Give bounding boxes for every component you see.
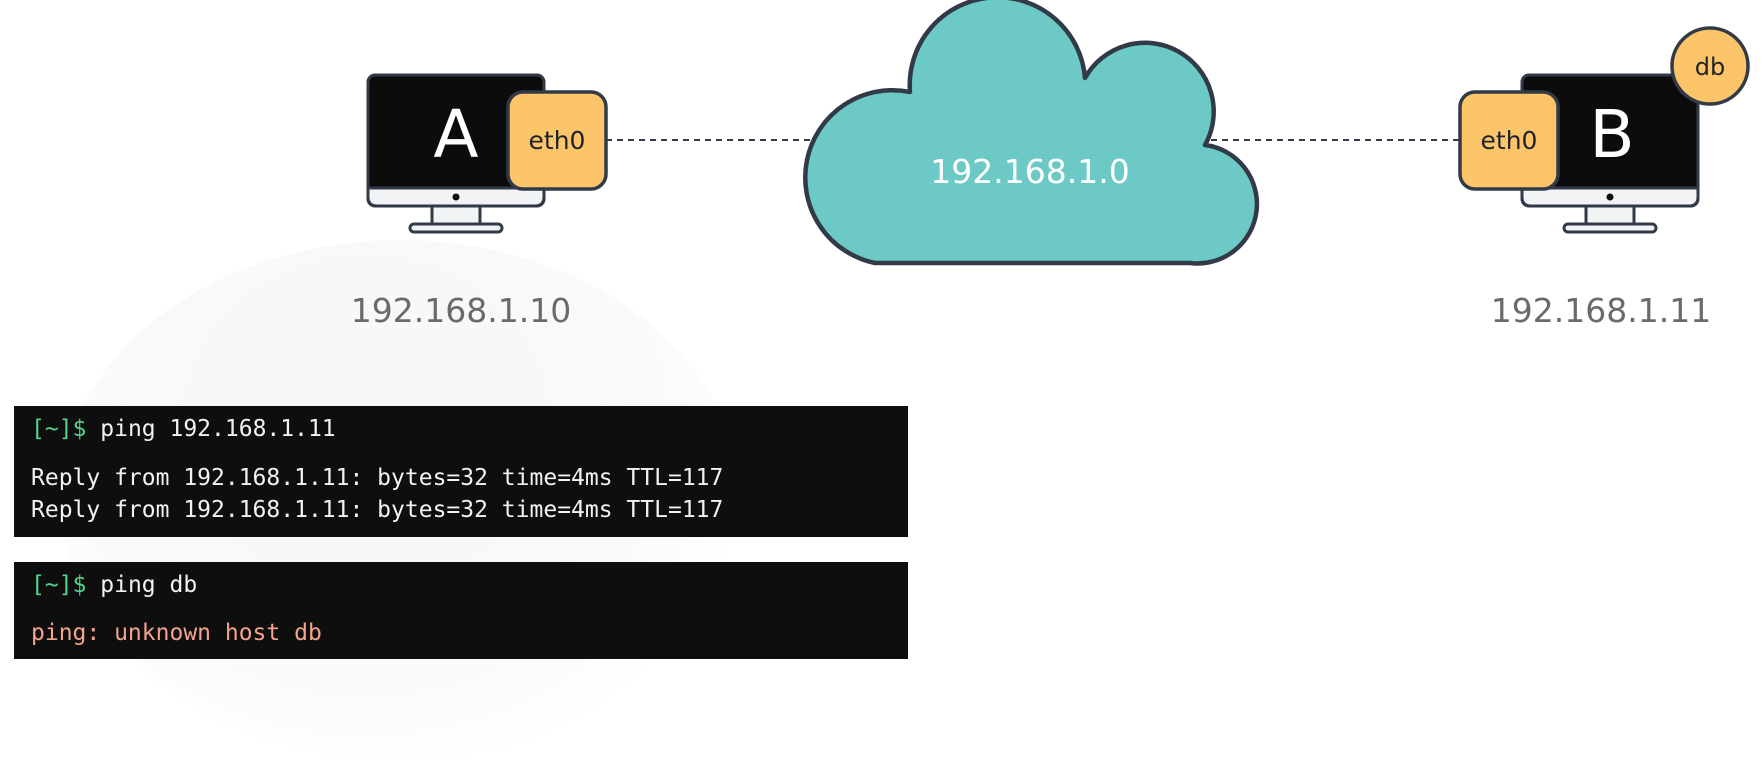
command-text: ping db <box>100 572 198 598</box>
host-a-letter: A <box>433 96 478 173</box>
host-b-letter: B <box>1589 96 1634 173</box>
host-b: B eth0 db 192.168.1.11 <box>1458 26 1750 330</box>
output-line: Reply from 192.168.1.11: bytes=32 time=4… <box>31 497 724 523</box>
cloud-icon <box>803 0 1260 266</box>
network-diagram: A eth0 192.168.1.10 192.168.1.0 B eth0 d… <box>351 0 1750 330</box>
host-a-interface-label: eth0 <box>529 126 586 155</box>
command-line: [~]$ ping 192.168.1.11 <box>31 416 336 442</box>
host-b-hostname-badge: db <box>1670 26 1750 106</box>
monitor-icon <box>1520 73 1700 234</box>
terminal-ping-ip: [~]$ ping 192.168.1.11 Reply from 192.16… <box>14 406 908 537</box>
command-text: ping 192.168.1.11 <box>100 416 336 442</box>
command-line: [~]$ ping db <box>31 572 197 598</box>
host-a-ip: 192.168.1.10 <box>351 291 571 330</box>
host-a-interface: eth0 <box>506 90 608 191</box>
error-output-line: ping: unknown host db <box>31 620 322 646</box>
host-a: A eth0 192.168.1.10 <box>351 73 608 330</box>
shell-prompt: [~]$ <box>31 416 87 442</box>
host-b-hostname-label: db <box>1695 53 1725 81</box>
output-line: Reply from 192.168.1.11: bytes=32 time=4… <box>31 465 724 491</box>
host-b-interface-label: eth0 <box>1481 126 1538 155</box>
terminal-ping-hostname: [~]$ ping db ping: unknown host db <box>14 562 908 659</box>
monitor-icon <box>366 73 546 234</box>
host-b-ip: 192.168.1.11 <box>1491 291 1711 330</box>
host-b-interface: eth0 <box>1458 90 1560 191</box>
shell-prompt: [~]$ <box>31 572 87 598</box>
network-label: 192.168.1.0 <box>930 152 1129 191</box>
network: 192.168.1.0 <box>803 0 1260 266</box>
